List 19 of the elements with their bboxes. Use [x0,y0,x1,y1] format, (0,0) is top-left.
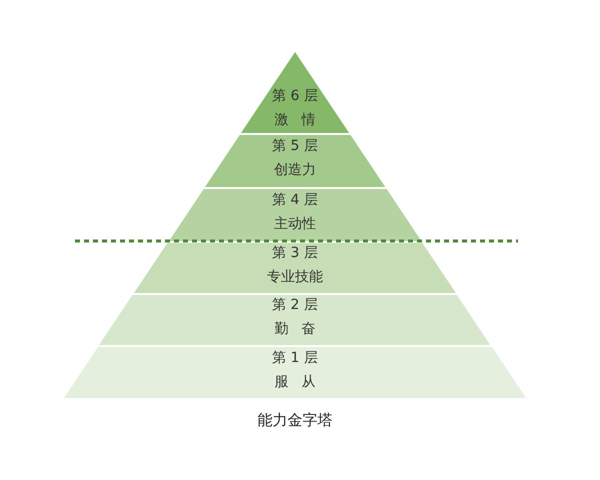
layer-number: 第 3 层 [272,244,318,262]
layer-number: 第 4 层 [272,191,318,209]
caption: 能力金字塔 [258,411,332,430]
pyramid-layer [64,347,526,398]
layer-number: 第 1 层 [272,348,318,366]
layer-name: 创造力 [274,161,316,179]
layer-number: 第 6 层 [272,86,318,104]
layer-name: 专业技能 [266,268,323,286]
layer-name: 激情 [274,110,328,128]
layer-number: 第 5 层 [272,137,318,155]
layer-number: 第 2 层 [272,296,318,314]
layer-name: 勤奋 [274,320,328,338]
pyramid-layer [240,52,350,133]
pyramid-layer [204,135,386,187]
pyramid-layer [168,189,422,241]
layer-name: 服从 [274,372,328,390]
layer-name: 主动性 [274,215,316,233]
pyramid-layer [134,243,456,293]
pyramid-layer [99,295,491,345]
